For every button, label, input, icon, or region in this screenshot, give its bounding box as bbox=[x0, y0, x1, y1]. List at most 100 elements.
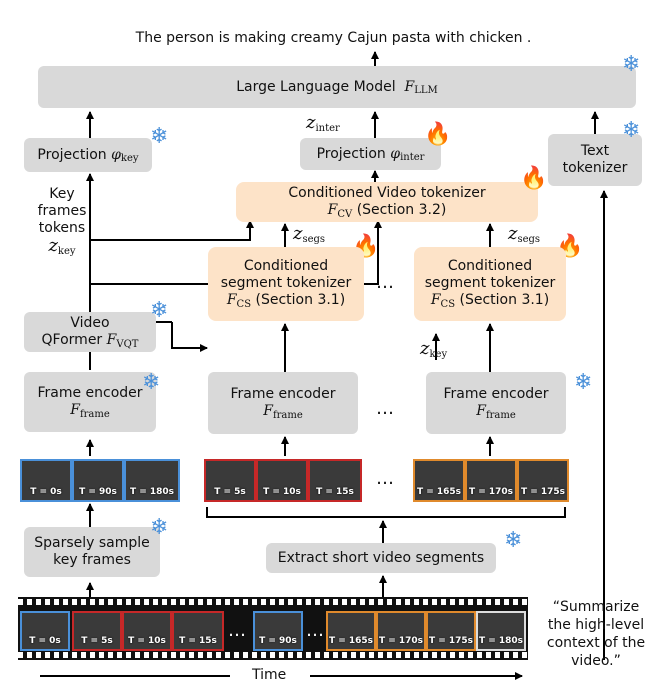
frame-time-label: T = 15s bbox=[179, 636, 217, 646]
frame-thumbnail: T = 0s bbox=[20, 459, 72, 502]
frame-thumbnail: T = 165s bbox=[326, 611, 376, 651]
z-segs-subscript: segs bbox=[302, 234, 326, 245]
instruction-line: the high-level bbox=[547, 617, 645, 633]
sparsely-sample-key-frames-box[interactable]: Sparsely sample key frames bbox=[24, 527, 160, 577]
snowflake-icon: ❄ bbox=[574, 370, 593, 395]
frame-thumbnail: T = 10s bbox=[122, 611, 172, 651]
z-inter-symbol: z bbox=[306, 112, 316, 133]
cv-tokenizer-subscript: CV bbox=[337, 208, 353, 220]
qformer-line2: QFormer bbox=[41, 331, 103, 348]
text-tokenizer-box[interactable]: Text tokenizer bbox=[548, 134, 642, 186]
fire-icon: 🔥 bbox=[520, 166, 548, 191]
z-key-subscript: key bbox=[57, 246, 76, 257]
frame-thumbnail: T = 15s bbox=[308, 459, 362, 502]
frame-thumbnail: T = 5s bbox=[72, 611, 122, 651]
snowflake-icon: ❄ bbox=[150, 515, 169, 540]
cs-tokenizer-section: (Section 3.1) bbox=[255, 292, 346, 308]
z-segs-label: zsegs bbox=[508, 223, 541, 246]
frame-encoder-box[interactable]: Frame encoder Fframe bbox=[24, 372, 156, 432]
cs-tokenizer-symbol: F bbox=[226, 292, 237, 308]
snowflake-icon: ❄ bbox=[150, 298, 169, 323]
z-key-subscript: key bbox=[429, 349, 448, 360]
frame-thumbnail: T = 90s bbox=[72, 459, 124, 502]
frame-time-label: T = 5s bbox=[214, 487, 246, 497]
frame-time-label: T = 175s bbox=[520, 487, 566, 497]
frame-thumbnail: T = 170s bbox=[376, 611, 426, 651]
film-perforation bbox=[18, 652, 528, 658]
extract-short-video-segments-box[interactable]: Extract short video segments bbox=[266, 543, 496, 573]
frame-encoder-symbol: F bbox=[476, 402, 486, 419]
cs-tokenizer-subscript: CS bbox=[236, 299, 252, 310]
cs-tokenizer-line2: segment tokenizer bbox=[424, 275, 556, 291]
qformer-line1: Video bbox=[70, 314, 110, 331]
frame-thumbnail: T = 175s bbox=[426, 611, 476, 651]
projection-key-subscript: key bbox=[120, 152, 139, 164]
key-frames-tokens-line1: Key bbox=[49, 186, 75, 202]
cs-tokenizer-subscript: CS bbox=[440, 299, 456, 310]
snowflake-icon: ❄ bbox=[142, 370, 161, 395]
frame-encoder-label: Frame encoder bbox=[37, 384, 143, 401]
key-frames-tokens-line2: frames bbox=[37, 203, 87, 219]
ellipsis: … bbox=[376, 398, 396, 419]
key-frames-tokens-line3: tokens bbox=[38, 220, 86, 236]
key-frames-tokens-label: Key frames tokens zkey bbox=[36, 186, 88, 257]
output-caption: The person is making creamy Cajun pasta … bbox=[135, 30, 532, 46]
z-segs-label: zsegs bbox=[293, 225, 326, 246]
frame-time-label: T = 170s bbox=[378, 636, 424, 646]
frame-time-label: T = 165s bbox=[416, 487, 462, 497]
projection-inter-subscript: inter bbox=[400, 151, 425, 163]
llm-label: Large Language Model bbox=[236, 78, 396, 95]
instruction-line: video.” bbox=[571, 653, 621, 669]
snowflake-icon: ❄ bbox=[150, 124, 169, 149]
frame-time-label: T = 90s bbox=[79, 487, 117, 497]
qformer-symbol: F bbox=[106, 331, 117, 348]
cv-tokenizer-symbol: F bbox=[327, 201, 338, 218]
conditioned-segment-tokenizer-box[interactable]: Conditioned segment tokenizer FCS (Secti… bbox=[414, 247, 566, 321]
video-qformer-box[interactable]: Video QFormer FVQT bbox=[24, 312, 156, 352]
frame-thumbnail: T = 165s bbox=[413, 459, 465, 502]
frame-encoder-subscript: frame bbox=[485, 409, 516, 421]
z-key-symbol: z bbox=[420, 338, 430, 359]
frame-time-label: T = 0s bbox=[30, 487, 62, 497]
fire-icon: 🔥 bbox=[424, 122, 452, 147]
llm-symbol: F bbox=[404, 78, 415, 95]
extract-label: Extract short video segments bbox=[277, 549, 485, 566]
frame-encoder-box[interactable]: Frame encoder Fframe bbox=[426, 372, 566, 434]
conditioned-segment-tokenizer-box[interactable]: Conditioned segment tokenizer FCS (Secti… bbox=[208, 247, 364, 321]
frame-time-label: T = 180s bbox=[129, 487, 175, 497]
z-inter-subscript: inter bbox=[315, 123, 340, 134]
projection-inter-symbol: φ bbox=[390, 145, 401, 162]
frame-encoder-symbol: F bbox=[263, 402, 273, 419]
frame-encoder-subscript: frame bbox=[272, 409, 303, 421]
frame-thumbnail: T = 5s bbox=[204, 459, 256, 502]
ellipsis: … bbox=[376, 272, 396, 293]
projection-key-label: Projection bbox=[37, 146, 107, 163]
frame-encoder-box[interactable]: Frame encoder Fframe bbox=[208, 372, 358, 434]
ellipsis: … bbox=[376, 468, 396, 489]
frame-time-label: T = 175s bbox=[428, 636, 474, 646]
frame-time-label: T = 90s bbox=[259, 636, 297, 646]
frame-encoder-label: Frame encoder bbox=[230, 385, 336, 402]
conditioned-video-tokenizer-box[interactable]: Conditioned Video tokenizer FCV (Section… bbox=[236, 182, 538, 222]
projection-inter-label: Projection bbox=[316, 145, 386, 162]
cs-tokenizer-symbol: F bbox=[430, 292, 441, 308]
z-inter-label: zinter bbox=[306, 112, 340, 135]
frame-encoder-subscript: frame bbox=[79, 408, 110, 420]
snowflake-icon: ❄ bbox=[622, 52, 641, 77]
frame-encoder-label: Frame encoder bbox=[443, 385, 549, 402]
frame-time-label: T = 165s bbox=[328, 636, 374, 646]
z-segs-symbol: z bbox=[508, 223, 518, 244]
frame-time-label: T = 10s bbox=[128, 636, 166, 646]
snowflake-icon: ❄ bbox=[504, 528, 523, 553]
cs-tokenizer-section: (Section 3.1) bbox=[459, 292, 550, 308]
qformer-subscript: VQT bbox=[116, 338, 139, 350]
ellipsis: … bbox=[306, 620, 326, 641]
frame-thumbnail: T = 180s bbox=[124, 459, 180, 502]
frame-time-label: T = 170s bbox=[468, 487, 514, 497]
z-segs-subscript: segs bbox=[517, 234, 541, 245]
time-axis-label: Time bbox=[252, 667, 287, 683]
frame-thumbnail: T = 10s bbox=[256, 459, 308, 502]
